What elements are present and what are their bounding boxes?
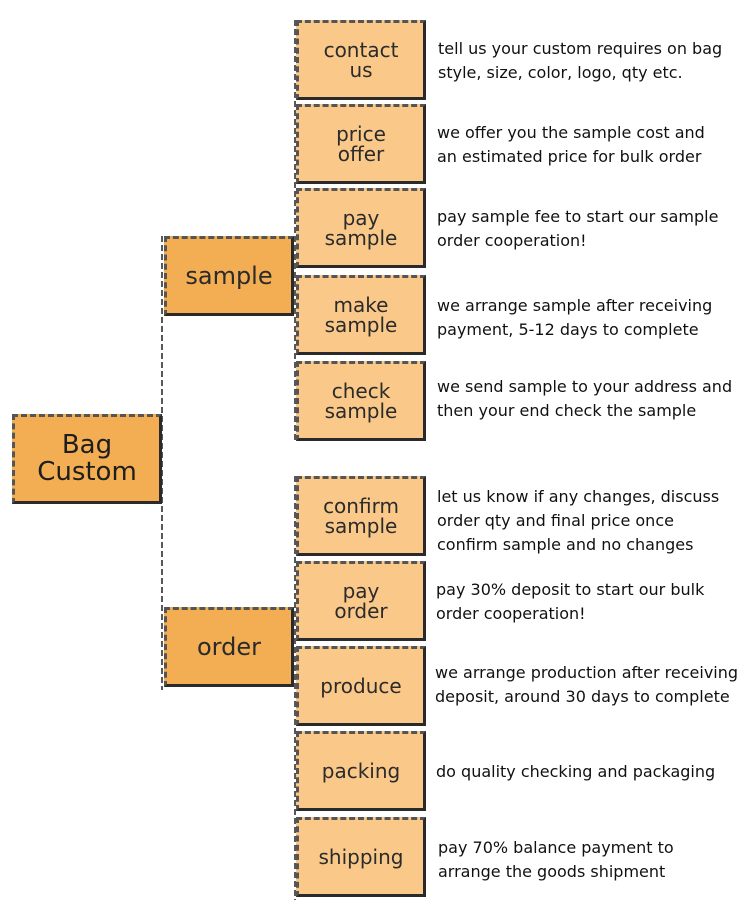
step-label: check sample [324,378,398,423]
step-pay-order: pay order [296,561,426,641]
group-sample-label: sample [185,261,273,290]
group-order-label: order [197,632,261,661]
step-packing: packing [296,731,426,811]
step-label: pay order [334,578,388,623]
step-description: we arrange production after receiving de… [435,663,739,706]
root-node-label: Bag Custom [37,430,137,487]
step-label: confirm sample [323,493,399,538]
step-pay-sample: pay sample [296,188,426,268]
step-description: pay 30% deposit to start our bulk order … [436,580,705,623]
step-contact-us: contact us [296,20,426,100]
step-description: pay sample fee to start our sample order… [437,207,719,250]
step-price-offer: price offer [296,104,426,184]
group-node-order: order [164,607,294,687]
step-label: shipping [318,844,404,869]
step-description: we arrange sample after receiving paymen… [437,296,713,339]
step-description: let us know if any changes, discuss orde… [437,487,720,554]
root-node-bag-custom: Bag Custom [12,414,162,504]
step-description: tell us your custom requires on bag styl… [438,39,723,82]
step-description: pay 70% balance payment to arrange the g… [438,838,674,881]
step-label: price offer [336,121,386,166]
step-check-sample: check sample [296,361,426,441]
step-label: pay sample [324,205,398,250]
step-label: contact us [323,37,399,82]
step-label: packing [321,758,401,783]
step-description: we offer you the sample cost and an esti… [437,123,705,166]
step-description: we send sample to your address and then … [437,377,733,420]
step-label: produce [320,673,402,698]
group-node-sample: sample [164,236,294,316]
step-confirm-sample: confirm sample [296,476,426,556]
step-make-sample: make sample [296,275,426,355]
step-description: do quality checking and packaging [436,762,716,781]
step-label: make sample [324,292,398,337]
step-shipping: shipping [296,817,426,897]
step-produce: produce [296,646,426,726]
